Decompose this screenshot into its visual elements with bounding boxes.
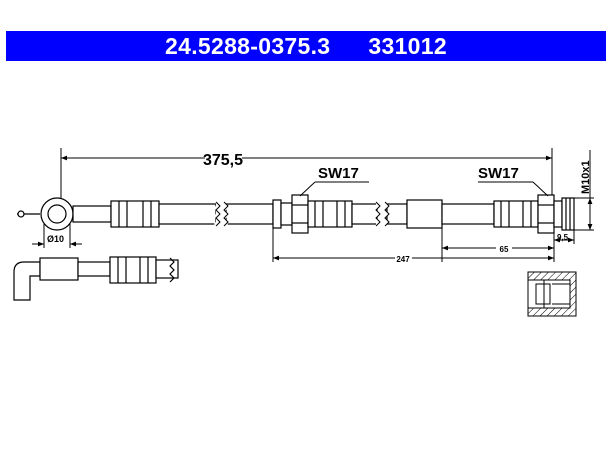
overall-length-label: 375,5 <box>203 152 243 169</box>
thread-section-detail <box>527 271 577 317</box>
eye-diameter-dimension <box>32 224 82 248</box>
dim-247-label: 247 <box>396 255 410 264</box>
banjo-side-view <box>13 256 179 301</box>
dim-65-label: 65 <box>500 245 509 254</box>
reference-number: 331012 <box>368 32 447 59</box>
dim-247-65 <box>272 228 555 262</box>
title-banner: 24.5288-0375.3 331012 <box>6 31 606 61</box>
break-marks <box>214 198 390 230</box>
wrench-size-right: SW17 <box>478 165 519 182</box>
part-number: 24.5288-0375.3 <box>165 32 331 59</box>
eye-diameter-label: Ø10 <box>47 234 64 244</box>
thread-dimension <box>574 150 594 231</box>
thread-spec: M10x1 <box>580 160 592 194</box>
hose-assembly <box>17 194 575 234</box>
wrench-size-right-callout <box>478 181 549 197</box>
wrench-size-left: SW17 <box>318 165 359 182</box>
dim-9-5 <box>553 228 575 244</box>
dim-9-5-label: 9,5 <box>557 233 569 242</box>
wrench-size-left-callout <box>299 181 369 197</box>
